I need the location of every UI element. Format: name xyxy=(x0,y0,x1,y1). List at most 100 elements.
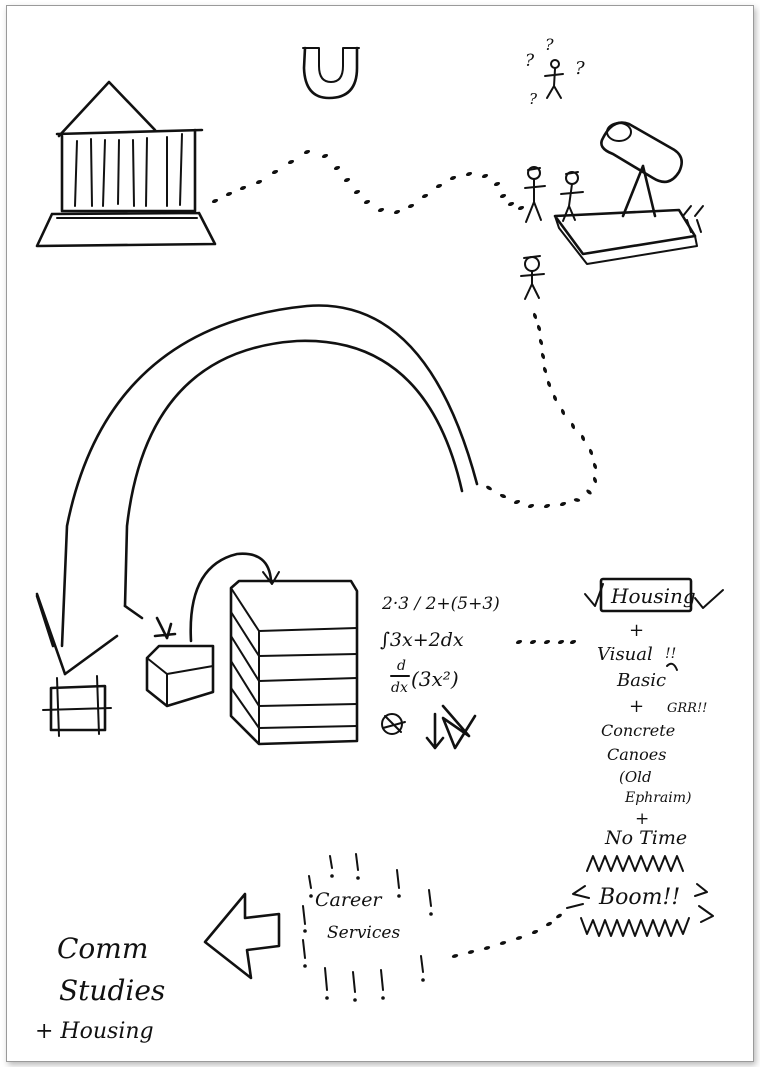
ink-dot xyxy=(271,169,279,175)
svg-text:?: ? xyxy=(545,35,554,54)
magnet-drawing xyxy=(302,46,360,100)
svg-text:?: ? xyxy=(575,58,585,79)
ink-dot xyxy=(499,493,507,499)
old-label: (Old xyxy=(619,768,652,786)
ink-dot xyxy=(407,203,415,209)
ink-dot xyxy=(546,380,552,388)
ink-dot xyxy=(321,153,329,159)
ink-dot xyxy=(570,422,576,430)
svg-text:?: ? xyxy=(529,90,538,108)
math-derivative-bottom: dx xyxy=(391,680,408,696)
left-arrow-drawing xyxy=(203,892,281,980)
ink-dot xyxy=(592,476,598,484)
stick-figures-drawing xyxy=(520,166,584,300)
ink-dot xyxy=(499,193,507,199)
ink-dot xyxy=(393,209,401,215)
telescope-drawing xyxy=(553,121,704,265)
math-derivative-expr: (3x²) xyxy=(411,667,459,691)
studies-label: Studies xyxy=(59,974,165,1007)
ink-dot xyxy=(517,205,525,211)
ink-dot xyxy=(588,448,594,456)
woes-list: Housing + Visual !! Basic + GRR!! Concre… xyxy=(566,577,724,937)
ink-dot xyxy=(303,149,311,155)
math-derivative-top: d xyxy=(397,658,406,674)
career-services-drawing: Career Services xyxy=(302,853,433,1002)
dotted-path-right xyxy=(486,312,598,509)
ink-dot xyxy=(483,946,491,950)
ink-dot xyxy=(363,199,371,205)
ink-dot xyxy=(557,639,565,645)
boom-label: Boom!! xyxy=(598,885,680,910)
math-scribbles: 2·3 / 2+(5+3) ∫3x+2dx d dx (3x²) xyxy=(380,594,500,750)
visual-label: Visual xyxy=(597,644,653,665)
grr-label: GRR!! xyxy=(667,701,707,716)
ink-dot xyxy=(481,173,489,179)
ink-dot xyxy=(343,177,351,183)
no-time-label: No Time xyxy=(604,827,687,849)
ink-dot xyxy=(515,639,523,645)
ink-dot xyxy=(580,434,586,442)
ink-dot xyxy=(573,498,581,502)
ink-dot xyxy=(287,159,295,165)
concrete-label: Concrete xyxy=(601,721,675,740)
ink-dot xyxy=(507,201,515,207)
ink-dot xyxy=(586,489,592,495)
medium-block-drawing xyxy=(145,644,215,708)
ink-dot xyxy=(211,198,219,204)
ephraim-label: Ephraim) xyxy=(624,790,691,806)
ink-dot xyxy=(449,175,457,181)
plus-1: + xyxy=(629,620,644,641)
ink-dot xyxy=(592,462,598,470)
ink-dot xyxy=(353,189,361,195)
ink-dot xyxy=(546,921,552,927)
dotted-connector-bottom xyxy=(451,913,562,958)
curved-arrow-large xyxy=(35,304,479,676)
confused-person-drawing: ? ? ? ? xyxy=(525,35,585,108)
ink-dot xyxy=(225,191,233,197)
ink-dot xyxy=(532,312,538,320)
ink-dot xyxy=(529,639,537,645)
ink-dot xyxy=(552,394,558,402)
large-stacked-block-drawing xyxy=(229,579,359,746)
plus-3: + xyxy=(635,809,649,829)
ink-dot xyxy=(531,929,539,935)
sketch-canvas: ? ? ? ? xyxy=(35,35,724,1044)
dotted-connector-middle xyxy=(515,639,577,645)
math-line-1: 2·3 / 2+(5+3) xyxy=(381,594,500,614)
interjection-label: !! xyxy=(665,646,676,662)
destination-text: Comm Studies + Housing xyxy=(35,932,165,1044)
ink-dot xyxy=(255,179,263,185)
ink-dot xyxy=(543,639,551,645)
ink-dot xyxy=(542,366,548,374)
ink-dot xyxy=(559,501,567,507)
services-label: Services xyxy=(327,923,400,943)
ink-dot xyxy=(569,639,577,645)
sketch-page: ? ? ? ? xyxy=(6,5,754,1062)
ink-dot xyxy=(435,183,443,189)
svg-text:?: ? xyxy=(525,51,535,71)
ink-dot xyxy=(377,207,385,213)
basic-label: Basic xyxy=(616,670,666,691)
housing-label: Housing xyxy=(610,584,696,608)
ink-dot xyxy=(486,485,492,491)
ink-dot xyxy=(333,165,341,171)
plus-housing-label: + Housing xyxy=(35,1019,154,1044)
curved-arrow-small xyxy=(153,552,280,643)
museum-building-drawing xyxy=(35,80,217,248)
ink-dot xyxy=(513,499,521,505)
ink-dot xyxy=(543,503,551,509)
ink-dot xyxy=(465,171,473,177)
ink-dot xyxy=(239,185,247,191)
ink-dot xyxy=(527,503,535,509)
comm-label: Comm xyxy=(57,932,148,965)
plus-2: + xyxy=(629,696,644,717)
ink-dot xyxy=(451,954,459,958)
ink-dot xyxy=(556,913,562,919)
ink-dot xyxy=(515,936,523,940)
ink-dot xyxy=(536,324,542,332)
canoes-label: Canoes xyxy=(607,745,666,764)
ink-dot xyxy=(540,352,546,360)
small-block-drawing xyxy=(42,675,112,737)
ink-dot xyxy=(499,941,507,945)
ink-dot xyxy=(538,338,544,346)
